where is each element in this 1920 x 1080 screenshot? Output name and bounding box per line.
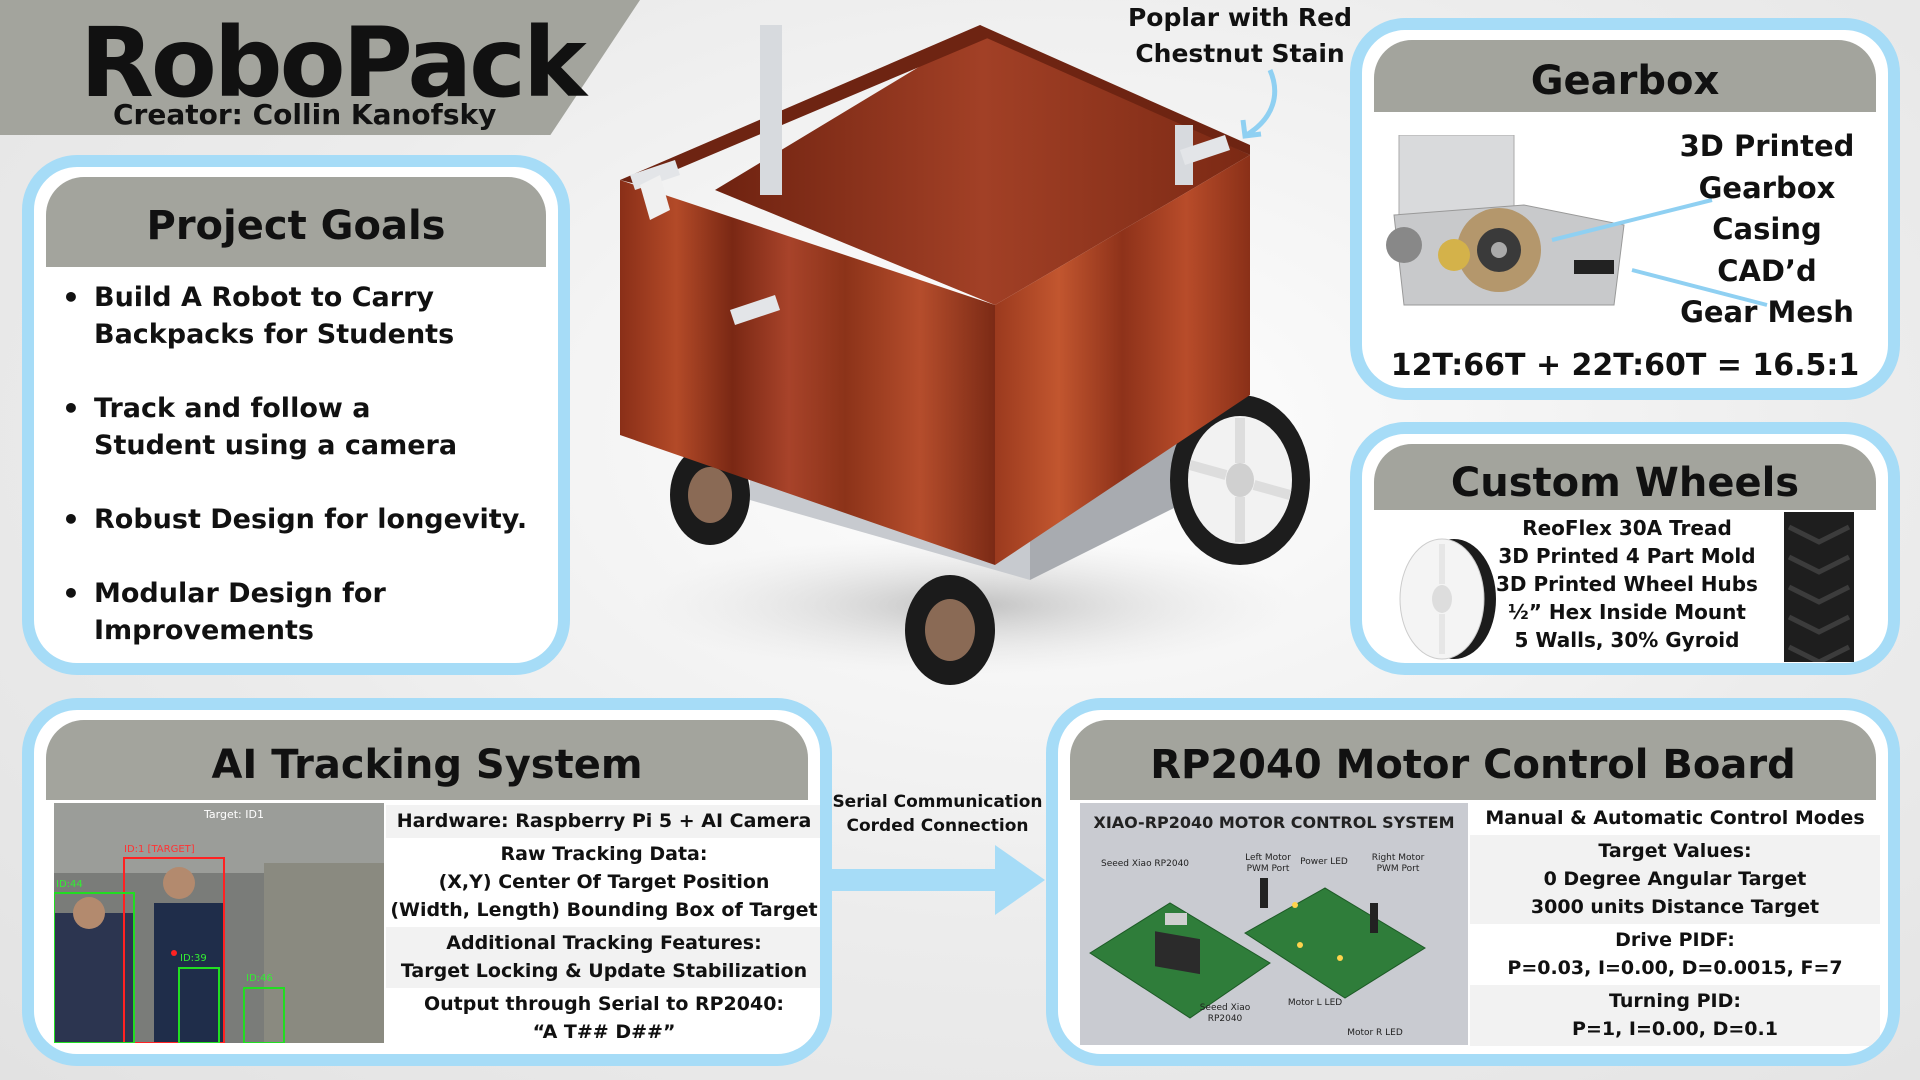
goals-list: Build A Robot to Carry Backpacks for Stu… xyxy=(34,279,558,649)
custom-wheels-title: Custom Wheels xyxy=(1374,444,1876,510)
rp-drive-block: Drive PIDF: P=0.03, I=0.00, D=0.0015, F=… xyxy=(1470,924,1880,985)
wheel-spec: ½” Hex Inside Mount xyxy=(1508,600,1746,624)
ai-info: Hardware: Raspberry Pi 5 + AI Camera Raw… xyxy=(386,805,820,1049)
gearbox-pointer-lines xyxy=(1551,198,1768,307)
goal-item: Robust Design for longevity. xyxy=(62,501,534,538)
gearbox-feature: Gearbox xyxy=(1698,170,1836,205)
gearbox-feature: 3D Printed xyxy=(1679,129,1855,163)
pcb-drawing xyxy=(1089,878,1426,1019)
gearbox-feature: CAD’d xyxy=(1717,253,1817,288)
pcb-label: Left Motor PWM Port xyxy=(1245,853,1291,874)
wheel-image xyxy=(1399,538,1496,660)
rp-target-line: 3000 units Distance Target xyxy=(1530,896,1820,918)
ai-additional-block: Additional Tracking Features: Target Loc… xyxy=(386,927,820,988)
pcb-label: Seeed Xiao RP2040 xyxy=(1100,859,1190,869)
rp-turn-line: P=1, I=0.00, D=0.1 xyxy=(1572,1018,1778,1040)
ai-raw-line: (X,Y) Center Of Target Position xyxy=(438,871,770,893)
gearbox-title: Gearbox xyxy=(1374,40,1876,112)
ai-output-line: “A T## D##” xyxy=(532,1021,676,1043)
camera-id-label: ID:44 xyxy=(56,879,83,890)
rp-target-title: Target Values: xyxy=(1598,840,1752,862)
ai-tracking-title: AI Tracking System xyxy=(46,720,808,800)
pcb-label: Right Motor PWM Port xyxy=(1371,853,1425,874)
camera-id-label: ID:46 xyxy=(246,973,273,984)
app-title: RoboPack xyxy=(80,7,587,119)
serial-line2: Corded Connection xyxy=(846,816,1029,836)
rp-turn-title: Turning PID: xyxy=(1609,990,1741,1012)
camera-feed-image: Target: ID1 ID:1 [TARGET] ID:44 ID:39 ID… xyxy=(54,803,384,1043)
robot-render xyxy=(620,25,1310,685)
wheel-spec: 5 Walls, 30% Gyroid xyxy=(1514,628,1740,652)
goal-item: Build A Robot to Carry Backpacks for Stu… xyxy=(62,279,474,353)
goal-item: Modular Design for Improvements xyxy=(62,575,394,649)
rp2040-title: RP2040 Motor Control Board xyxy=(1070,720,1876,800)
gearbox-feature: Gear Mesh xyxy=(1680,295,1854,329)
pcb-label: Motor L LED xyxy=(1287,998,1343,1008)
rp-turn-block: Turning PID: P=1, I=0.00, D=0.1 xyxy=(1470,985,1880,1046)
pcb-label: Power LED xyxy=(1300,857,1348,867)
tread-image xyxy=(1784,512,1854,662)
stain-arrow-icon xyxy=(1240,69,1278,139)
stain-label-line1: Poplar with Red xyxy=(1127,3,1353,32)
ai-additional-line: Target Locking & Update Stabilization xyxy=(400,960,808,982)
project-goals-panel: Project Goals Build A Robot to Carry Bac… xyxy=(22,155,570,675)
camera-target-label: Target: ID1 xyxy=(204,808,264,821)
creator-label: Creator: Collin Kanofsky xyxy=(113,98,497,131)
rp-modes: Manual & Automatic Control Modes xyxy=(1470,802,1880,835)
gearbox-image xyxy=(1386,135,1625,306)
pcb-label: Seeed Xiao RP2040 xyxy=(1199,1003,1251,1024)
serial-line1: Serial Communication xyxy=(832,792,1043,812)
wheel-spec: ReoFlex 30A Tread xyxy=(1522,516,1732,540)
rp-drive-line: P=0.03, I=0.00, D=0.0015, F=7 xyxy=(1507,957,1843,979)
camera-id-label: ID:39 xyxy=(180,953,207,964)
rp2040-panel: RP2040 Motor Control Board XIAO-RP2040 M… xyxy=(1046,698,1900,1066)
serial-connection-label: Serial Communication Corded Connection xyxy=(830,790,1045,838)
gearbox-panel: Gearbox 3D Printed Gearbox Casing CAD’d … xyxy=(1350,18,1900,400)
rp-drive-title: Drive PIDF: xyxy=(1615,929,1735,951)
camera-feed-drawing xyxy=(54,803,384,1043)
wheel-spec: 3D Printed Wheel Hubs xyxy=(1496,572,1758,596)
custom-wheels-panel: Custom Wheels ReoFlex 30A Tread 3D Print… xyxy=(1350,422,1900,675)
pcb-image: XIAO-RP2040 MOTOR CONTROL SYSTEM Seeed X… xyxy=(1080,803,1468,1045)
gear-ratio: 12T:66T + 22T:60T = 16.5:1 xyxy=(1390,348,1860,383)
rp-target-block: Target Values: 0 Degree Angular Target 3… xyxy=(1470,835,1880,924)
gearbox-feature: Casing xyxy=(1712,212,1822,246)
wheel-spec: 3D Printed 4 Part Mold xyxy=(1498,544,1756,568)
ai-raw-block: Raw Tracking Data: (X,Y) Center Of Targe… xyxy=(386,838,820,927)
ai-additional-title: Additional Tracking Features: xyxy=(446,932,762,954)
ai-raw-title: Raw Tracking Data: xyxy=(500,843,708,865)
ai-hardware: Hardware: Raspberry Pi 5 + AI Camera xyxy=(386,805,820,838)
stain-label-line2: Chestnut Stain xyxy=(1135,39,1345,68)
rp2040-info: Manual & Automatic Control Modes Target … xyxy=(1470,802,1880,1046)
title-banner xyxy=(0,0,640,135)
ai-output-title: Output through Serial to RP2040: xyxy=(423,993,785,1015)
pcb-label: Motor R LED xyxy=(1347,1028,1403,1038)
ai-tracking-panel: AI Tracking System Target: ID1 ID:1 [TAR… xyxy=(22,698,832,1066)
ai-raw-line: (Width, Length) Bounding Box of Target xyxy=(390,899,818,921)
gearbox-features: 3D Printed Gearbox Casing CAD’d Gear Mes… xyxy=(1642,126,1888,334)
camera-target-box-label: ID:1 [TARGET] xyxy=(124,844,195,855)
project-goals-title: Project Goals xyxy=(46,177,546,267)
goal-item: Track and follow a Student using a camer… xyxy=(62,390,474,464)
rp-target-line: 0 Degree Angular Target xyxy=(1543,868,1807,890)
pcb-title: XIAO-RP2040 MOTOR CONTROL SYSTEM xyxy=(1093,813,1455,832)
wheel-specs: ReoFlex 30A Tread 3D Printed 4 Part Mold… xyxy=(1482,514,1772,654)
ai-output-block: Output through Serial to RP2040: “A T## … xyxy=(386,988,820,1049)
connector-arrow-icon xyxy=(830,845,1045,915)
stain-callout: Poplar with Red Chestnut Stain xyxy=(1120,0,1360,72)
